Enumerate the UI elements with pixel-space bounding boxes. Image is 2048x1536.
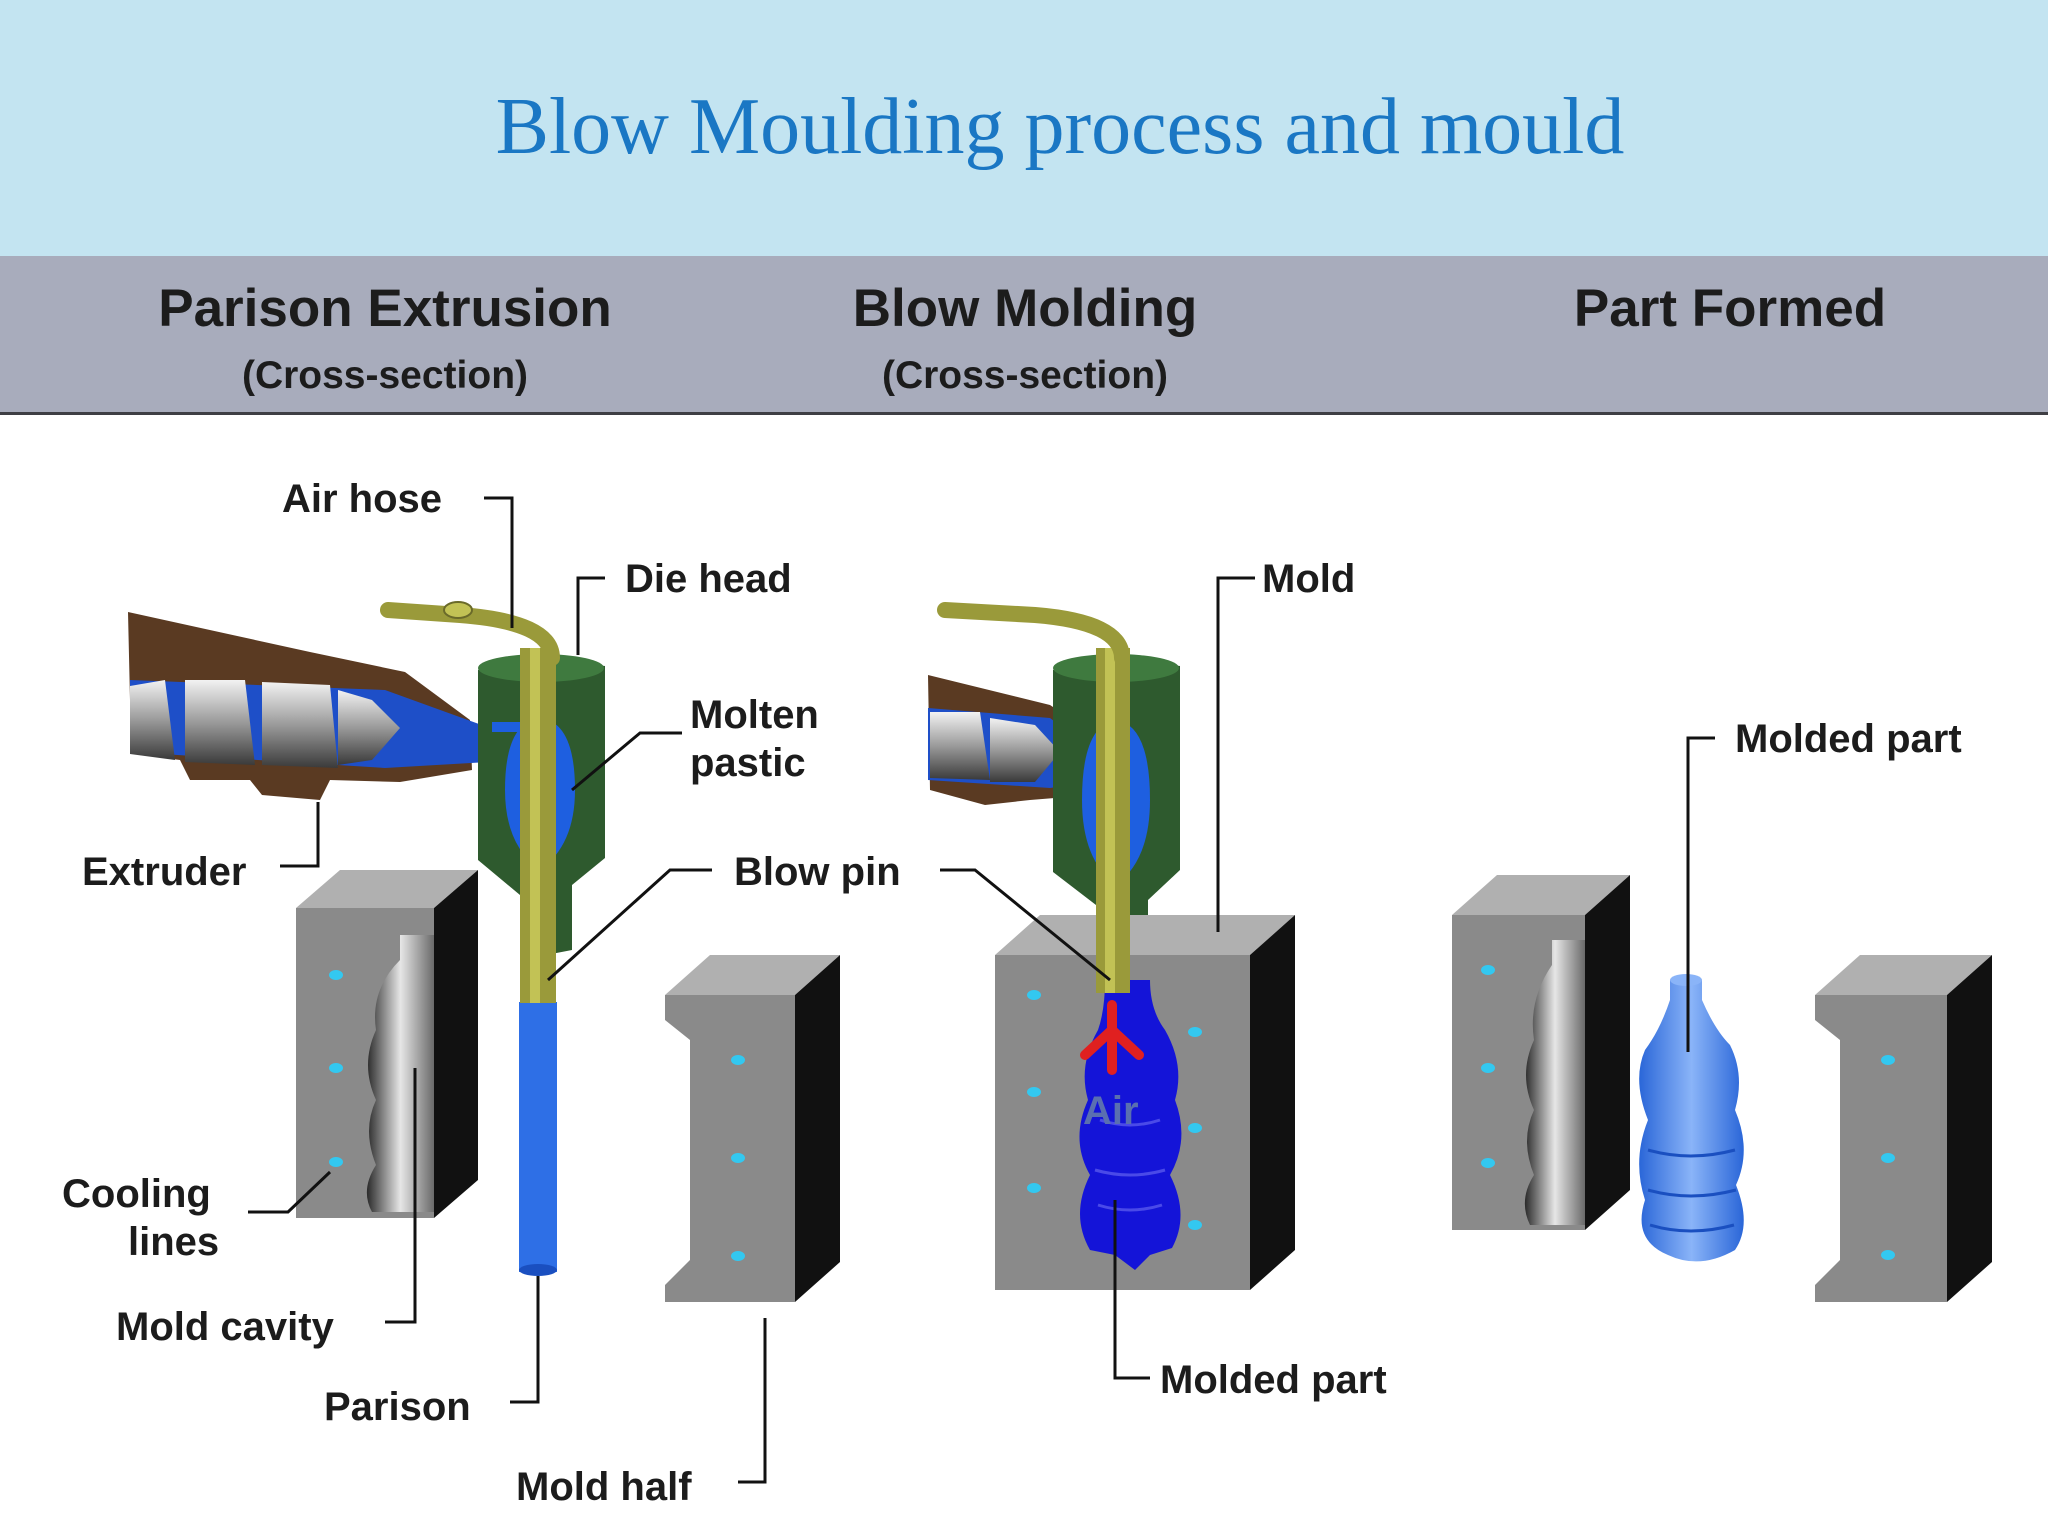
label-mold: Mold <box>1262 557 1355 601</box>
leader-blow-pin-left <box>546 868 712 982</box>
leader-mold-cavity <box>385 1068 417 1324</box>
label-air-hose: Air hose <box>282 477 442 521</box>
blow-pin-blow-molding <box>1096 648 1130 993</box>
column-title-blow-molding: Blow Molding <box>852 279 1198 338</box>
leader-parison <box>510 1276 540 1404</box>
blow-pin <box>520 648 556 1003</box>
leader-die-head <box>576 576 605 655</box>
leader-molten-plastic <box>571 731 682 792</box>
column-subtitle-blow-molding: (Cross-section) <box>881 354 1169 397</box>
leader-molded-part-center <box>1113 1200 1150 1380</box>
label-mold-cavity: Mold cavity <box>116 1305 335 1349</box>
title-band <box>0 0 2048 256</box>
leader-cooling-lines <box>248 1170 332 1214</box>
parison <box>519 1002 557 1276</box>
label-parison: Parison <box>324 1385 471 1429</box>
label-molded-part-right: Molded part <box>1735 717 1962 761</box>
label-mold-half: Mold half <box>516 1465 692 1509</box>
column-title-part-formed: Part Formed <box>1573 279 1887 338</box>
leader-blow-pin-right <box>940 868 1111 982</box>
mold-closed <box>995 915 1295 1290</box>
blow-molding-diagram: Air hose Die head Molten pastic Extruder… <box>62 477 1992 1509</box>
leader-mold-half <box>738 1318 767 1484</box>
column-header-band: Parison Extrusion (Cross-section) Blow M… <box>0 256 2048 415</box>
label-air: Air <box>1083 1089 1139 1133</box>
left-mold-half-part-formed <box>1452 875 1630 1230</box>
air-hose <box>380 601 560 666</box>
leader-air-hose <box>484 496 514 628</box>
label-molten-plastic-line2: pastic <box>690 741 806 785</box>
label-extruder: Extruder <box>82 850 247 894</box>
label-blow-pin: Blow pin <box>734 850 901 894</box>
label-molten-plastic-line1: Molten <box>690 693 819 737</box>
label-die-head: Die head <box>625 557 792 601</box>
left-mold-half-with-cavity <box>296 870 478 1218</box>
column-title-parison-extrusion: Parison Extrusion <box>158 279 612 338</box>
air-hose-blow-molding <box>937 602 1130 666</box>
molded-bottle <box>1639 974 1744 1262</box>
leader-mold <box>1216 576 1255 932</box>
right-mold-half <box>665 955 840 1302</box>
slide-title: Blow Moulding process and mould <box>495 83 1625 171</box>
leader-extruder <box>280 802 320 868</box>
label-cooling-lines-line1: Cooling <box>62 1172 211 1216</box>
air-flow-arrow <box>1080 1000 1144 1075</box>
extruder <box>128 612 490 800</box>
column-subtitle-parison-extrusion: (Cross-section) <box>241 354 529 397</box>
label-cooling-lines-line2: lines <box>128 1220 219 1264</box>
leader-molded-part-right <box>1686 736 1715 1052</box>
label-molded-part-center: Molded part <box>1160 1358 1387 1402</box>
right-mold-half-part-formed <box>1815 955 1992 1302</box>
